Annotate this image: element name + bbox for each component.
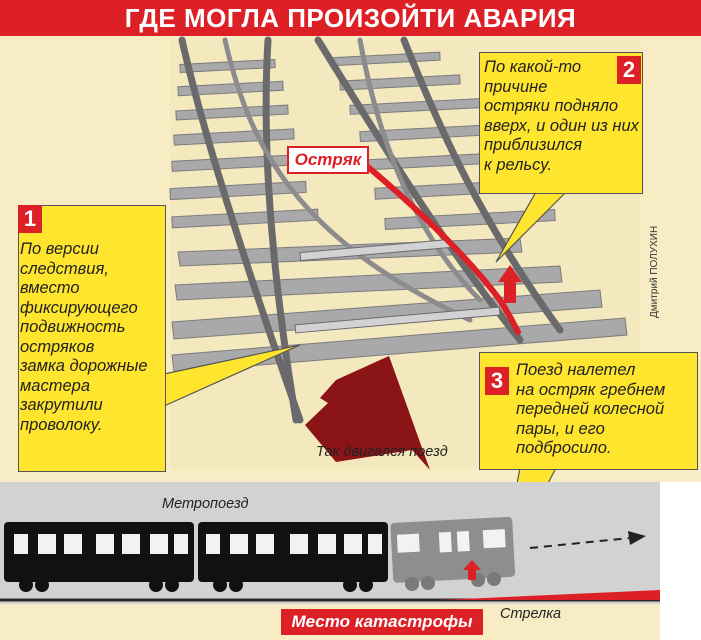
motion-arrowhead — [628, 531, 646, 545]
callout-3-number: 3 — [485, 367, 509, 395]
callout-2-text: По какой-то причине остряки подняло ввер… — [484, 58, 654, 175]
train-lift-arrow — [463, 560, 481, 580]
callout-3-line: пары, и его — [516, 419, 605, 438]
callout-3-line: на остряк гребнем — [516, 380, 666, 399]
strelka-label: Стрелка — [500, 606, 562, 622]
callout-3-line: передней колесной — [516, 400, 665, 418]
direction-label: Так двигался поезд — [316, 444, 448, 460]
train-windows — [14, 534, 382, 554]
callout-1-line: фиксирующего — [20, 298, 138, 317]
callout-1-line: вместо — [20, 279, 80, 297]
callout-1-number: 1 — [18, 205, 42, 233]
right-edge-cut — [660, 482, 701, 640]
callout-2 — [479, 52, 643, 194]
callout-1-line: По версии — [20, 240, 99, 258]
callout-3-text: Поезд налетел на остряк гребнем передней… — [516, 361, 696, 459]
callout-1-line: закрутили — [20, 396, 103, 414]
metropoezd-label: Метропоезд — [162, 496, 249, 512]
callout-3 — [479, 352, 698, 470]
inner-rails — [222, 37, 483, 323]
callout-3-line: подбросило. — [516, 439, 612, 457]
callout-1-line: мастера — [20, 376, 91, 395]
ostryak-highlight — [359, 159, 521, 335]
callout-2-line: По какой-то — [484, 58, 582, 76]
callout-1-line: остряков — [20, 337, 95, 356]
callout-1-text: По версии следствия, вместо фиксирующего… — [20, 240, 168, 435]
callout-2-line: остряки подняло — [484, 97, 619, 115]
callout-2-number: 2 — [617, 56, 641, 84]
derailed-car-windows — [396, 529, 506, 553]
callout-1-line: подвижность — [20, 318, 126, 336]
lift-arrow — [498, 265, 522, 303]
direction-arrow — [305, 356, 430, 470]
title-bar — [0, 0, 701, 36]
callout-2-line: к рельсу. — [484, 155, 552, 174]
ground-ramp — [440, 590, 660, 600]
switch-rods — [294, 238, 501, 334]
callout-1-line: замка дорожные — [20, 357, 148, 375]
accident-site-label: Место катастрофы — [281, 609, 483, 635]
train-wheels — [19, 578, 373, 592]
callout-3-line: Поезд налетел — [516, 361, 636, 379]
callout-1-line: следствия, — [20, 259, 109, 278]
callout-1 — [18, 205, 166, 472]
callout-2-line: причине — [484, 77, 548, 96]
callout-1-line: проволоку. — [20, 415, 103, 434]
page-title: ГДЕ МОГЛА ПРОИЗОЙТИ АВАРИЯ — [124, 3, 577, 33]
callout-2-line: вверх, и один из них — [484, 116, 639, 135]
ostryak-label: Остряк — [287, 146, 369, 174]
author-credit-text: Дмитрий ПОЛУХИН — [649, 225, 660, 318]
callout-2-line: приблизился — [484, 136, 583, 154]
motion-dashes — [529, 537, 631, 549]
